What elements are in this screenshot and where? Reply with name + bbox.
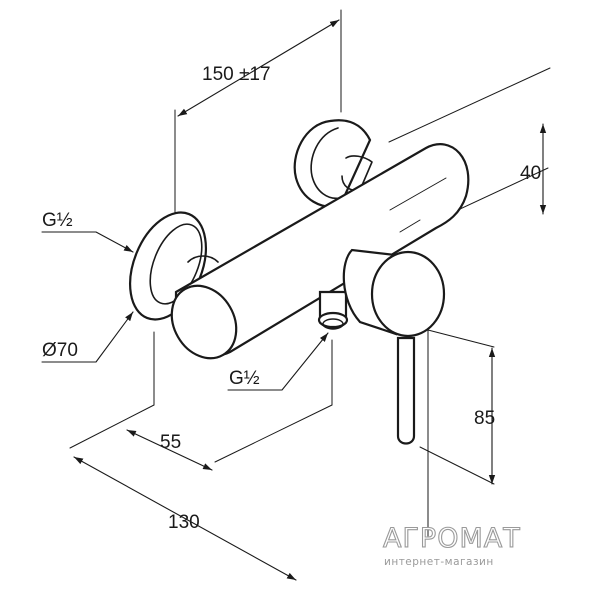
rear-flange (293, 119, 373, 208)
dimension-lines (73, 19, 547, 581)
dim-height-lever-label: 85 (474, 408, 495, 429)
dim-line-150 (177, 19, 340, 117)
thread-left-label: G½ (42, 210, 73, 231)
valve-body (170, 143, 470, 360)
watermark-brand: АГРОМАТ (383, 523, 521, 554)
dim-line-130 (73, 456, 297, 581)
dim-depth-total-label: 130 (168, 512, 200, 533)
lever-handle (396, 336, 416, 445)
control-knob (342, 248, 446, 338)
thread-bottom-label: G½ (229, 368, 260, 389)
watermark-tagline: интернет-магазин (384, 556, 494, 568)
leader-g-left (41, 231, 134, 253)
leader-lines (41, 231, 329, 391)
leader-g-bottom (227, 332, 329, 391)
watermark: АГРОМАТ интернет-магазин (382, 522, 521, 568)
dim-height-top-label: 40 (520, 163, 541, 184)
diameter-label: Ø70 (42, 340, 78, 361)
dim-depth-small-label: 55 (160, 432, 181, 453)
dim-spacing-label: 150 ±17 (202, 64, 271, 85)
leader-diameter (41, 311, 134, 363)
bottom-outlet (317, 290, 349, 330)
